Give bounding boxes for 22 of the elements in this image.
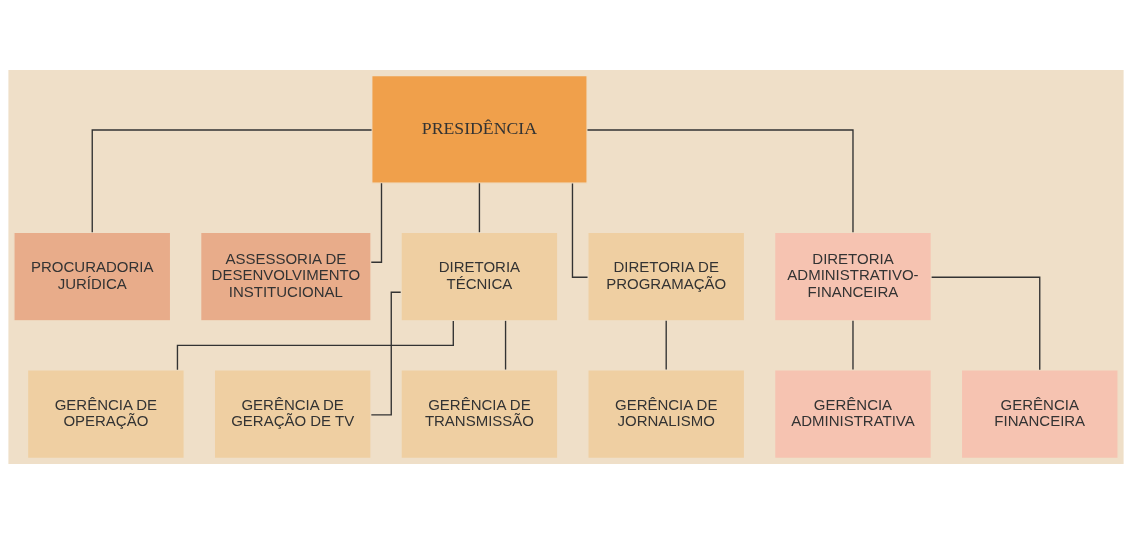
connector <box>91 129 373 233</box>
connector <box>930 276 1041 371</box>
node-box: ASSESSORIA DE DESENVOLVIMENTO INSTITUCIONAL <box>199 231 372 322</box>
connector <box>370 291 402 416</box>
connector <box>586 129 854 233</box>
node-box: GERÊNCIA DE JORNALISMO <box>587 369 746 460</box>
node-box: GERÊNCIA DE OPERAÇÃO <box>26 369 185 460</box>
connector <box>504 320 507 371</box>
node-box: PRESIDÊNCIA <box>371 74 588 184</box>
connector <box>665 320 667 371</box>
connector <box>478 182 481 233</box>
node-box: DIRETORIA DE PROGRAMAÇÃO <box>587 231 746 322</box>
node-box: PROCURADORIA JURÍDICA <box>13 231 172 322</box>
node-box: GERÊNCIA FINANCEIRA <box>960 369 1119 460</box>
node-box: GERÊNCIA ADMINISTRATIVA <box>773 369 933 460</box>
node-box: DIRETORIA TÉCNICA <box>400 231 559 322</box>
node-box: DIRETORIA ADMINISTRATIVO-FINANCEIRA <box>773 231 933 322</box>
connector <box>370 182 383 263</box>
connector <box>176 320 454 371</box>
node-box: GERÊNCIA DE TRANSMISSÃO <box>400 369 559 460</box>
connector <box>852 320 854 371</box>
node-box: GERÊNCIA DE GERAÇÃO DE TV <box>213 369 372 460</box>
